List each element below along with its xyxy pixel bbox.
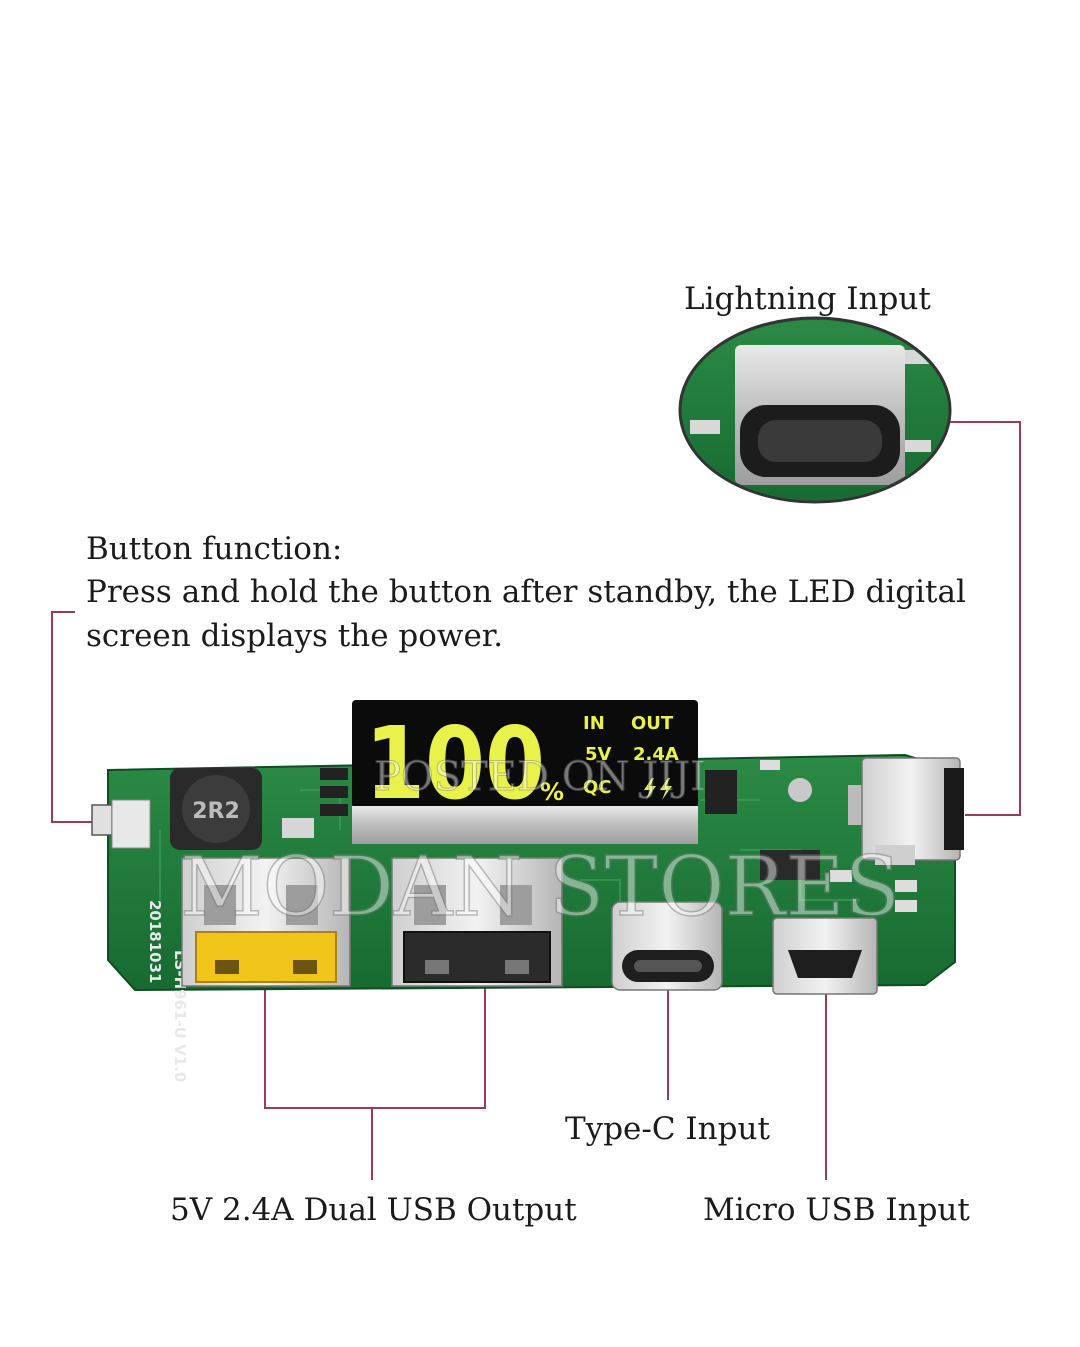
label-button-description: Press and hold the button after standby,… <box>86 570 1006 658</box>
led-current: 2.4A <box>633 744 679 765</box>
led-display: 100 % IN OUT 5V 2.4A QC <box>352 700 698 844</box>
lightning-port <box>861 757 964 865</box>
led-voltage: 5V <box>585 744 612 765</box>
micro-usb-port <box>772 917 878 995</box>
label-button-description-line2: screen displays the power. <box>86 618 504 654</box>
side-button <box>91 804 113 836</box>
label-lightning-input: Lightning Input <box>684 281 931 317</box>
type-c-port <box>611 901 723 991</box>
leader-dual-usb <box>264 983 486 1109</box>
board-date: 20181031 <box>146 900 164 984</box>
leader-button <box>51 611 92 823</box>
led-in: IN <box>583 713 605 734</box>
led-out: OUT <box>631 713 674 734</box>
usb-a-port-black <box>391 857 563 987</box>
label-type-c-input: Type-C Input <box>565 1111 770 1147</box>
led-qc: QC <box>583 777 612 798</box>
led-digits: 100 <box>365 705 545 822</box>
pcb-board: 2R2 LS-H961-U V1.0 20181031 100 % IN OUT… <box>91 700 964 1082</box>
usb-a-port-yellow <box>181 857 351 987</box>
watermark-line1: POSTED ON JIJI <box>374 754 706 800</box>
led-percent: % <box>540 778 564 806</box>
label-micro-usb-input: Micro USB Input <box>703 1192 970 1228</box>
leader-lines <box>51 421 1021 1180</box>
watermark: POSTED ON JIJI MODAN STORES <box>179 754 901 936</box>
label-button-description-line1: Press and hold the button after standby,… <box>86 574 966 610</box>
leader-lightning <box>948 421 1021 816</box>
label-dual-usb-output: 5V 2.4A Dual USB Output <box>170 1192 577 1228</box>
watermark-line2: MODAN STORES <box>180 840 900 935</box>
lightning-bolt-icon <box>644 778 672 800</box>
lightning-inset <box>678 316 952 504</box>
inductor-label: 2R2 <box>192 799 240 824</box>
label-button-function: Button function: <box>86 531 343 567</box>
